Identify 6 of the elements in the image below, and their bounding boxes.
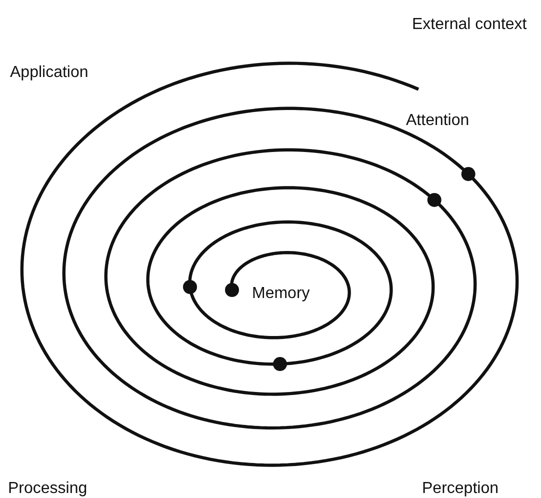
stage-label: Application bbox=[10, 64, 88, 82]
stage-label: Processing bbox=[8, 480, 88, 498]
stage-label: External context bbox=[412, 16, 527, 34]
stage-label: Perception bbox=[422, 480, 498, 498]
stage-label: Attention bbox=[406, 112, 470, 130]
stage-label: Memory bbox=[252, 285, 310, 303]
